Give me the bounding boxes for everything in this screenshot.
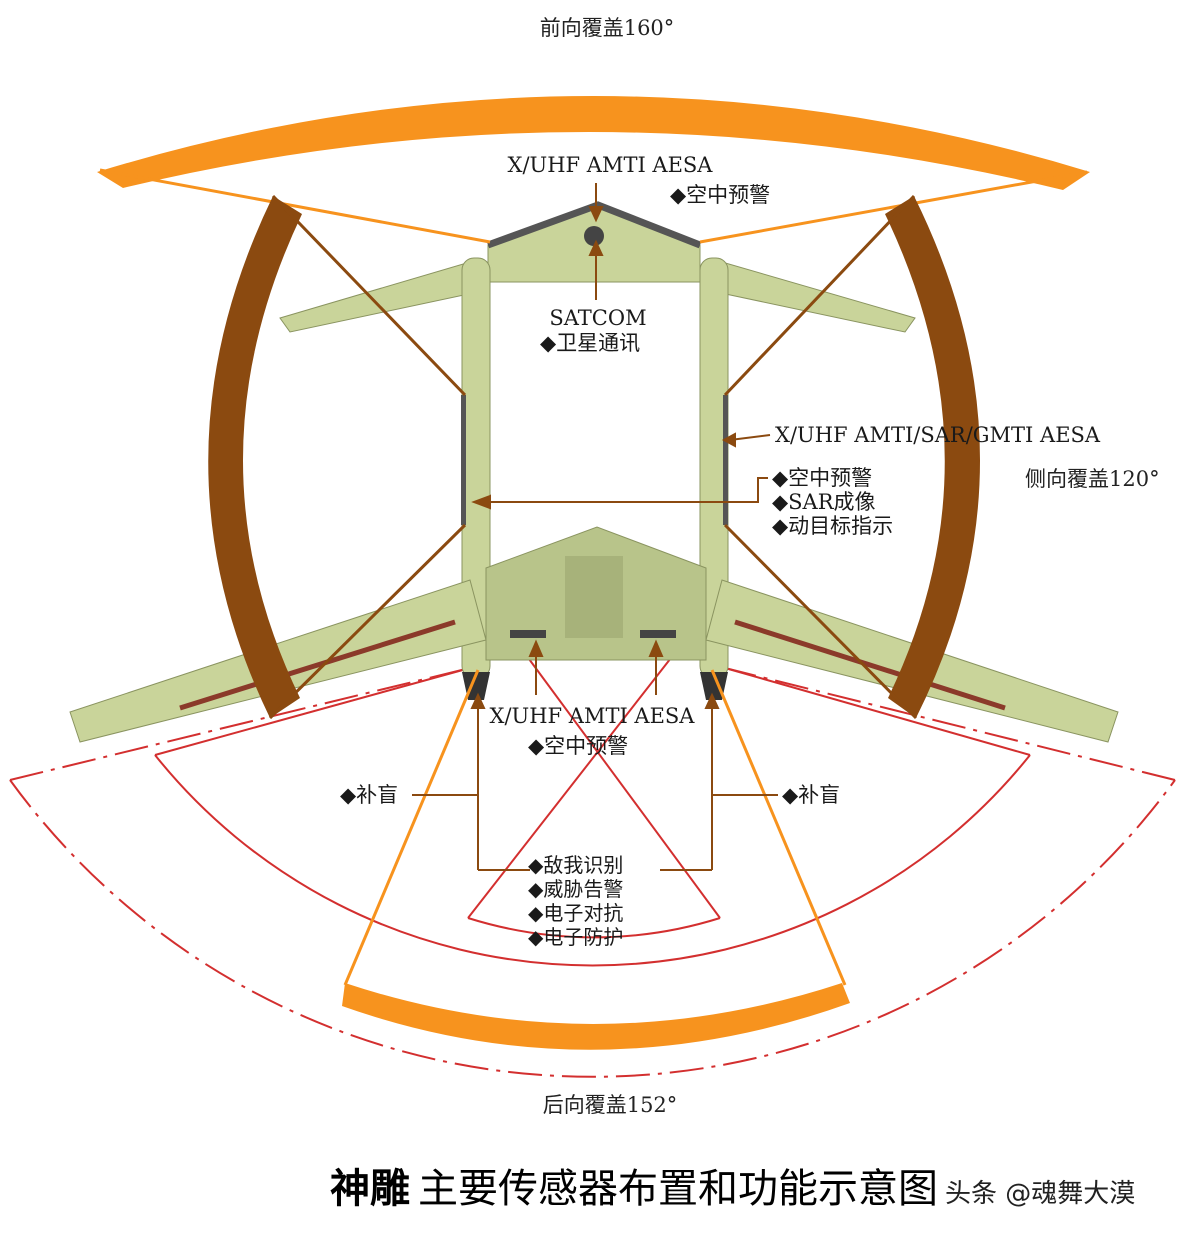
blind-fill-right-label: ◆补盲: [782, 783, 840, 807]
side-sensor-function-2: ◆SAR成像: [772, 490, 876, 514]
side-coverage-arc-right: [885, 196, 981, 718]
blind-fill-left-label: ◆补盲: [340, 783, 398, 807]
front-radar-strip: [486, 201, 702, 249]
front-coverage: [97, 96, 1090, 244]
rear-sensor-name: X/UHF AMTI AESA: [490, 704, 696, 728]
side-sensor-name: X/UHF AMTI/SAR/GMTI AESA: [775, 423, 1101, 447]
rear-radar-right: [640, 630, 676, 638]
rear-coverage: [342, 669, 850, 1050]
front-wing: [279, 261, 479, 333]
rear-coverage-arc: [342, 983, 850, 1050]
ew-function-4: ◆电子防护: [528, 925, 623, 949]
tail-fin: [565, 556, 623, 638]
satcom-name: SATCOM: [549, 306, 646, 330]
satcom-function: ◆卫星通讯: [540, 331, 640, 355]
watermark: 头条 @魂舞大漠: [945, 1179, 1135, 1209]
rear-wing-strip-left: [179, 619, 456, 711]
ew-function-2: ◆威胁告警: [528, 877, 623, 901]
side-coverage: [208, 194, 981, 720]
side-sensor-function-1: ◆空中预警: [772, 466, 872, 490]
rear-sensor-function: ◆空中预警: [528, 734, 628, 758]
side-coverage-label: 侧向覆盖120°: [1025, 467, 1160, 491]
front-coverage-arc: [97, 96, 1090, 190]
front-wing-right: [715, 261, 916, 333]
rear-radar-left: [510, 630, 546, 638]
leader-lines: [412, 183, 778, 871]
caption-bold: 神雕: [330, 1166, 410, 1212]
caption: 神雕主要传感器布置和功能示意图: [330, 1166, 938, 1212]
rear-coverage-zone: [9, 639, 1176, 1078]
caption-rest: 主要传感器布置和功能示意图: [418, 1166, 938, 1212]
front-coverage-label: 前向覆盖160°: [540, 16, 675, 40]
side-coverage-arc-left: [208, 196, 302, 718]
ew-function-1: ◆敌我识别: [528, 853, 623, 877]
side-sensor-function-3: ◆动目标指示: [772, 514, 893, 538]
rear-wing-strip-right: [734, 619, 1006, 711]
nose-sensor-name: X/UHF AMTI AESA: [508, 153, 714, 177]
side-radar-right: [723, 395, 728, 525]
ew-function-3: ◆电子对抗: [528, 901, 623, 925]
nose-sensor-function: ◆空中预警: [670, 183, 770, 207]
side-radar-left: [461, 395, 466, 525]
satcom-dome: [584, 226, 604, 246]
rear-coverage-label: 后向覆盖152°: [543, 1093, 678, 1117]
